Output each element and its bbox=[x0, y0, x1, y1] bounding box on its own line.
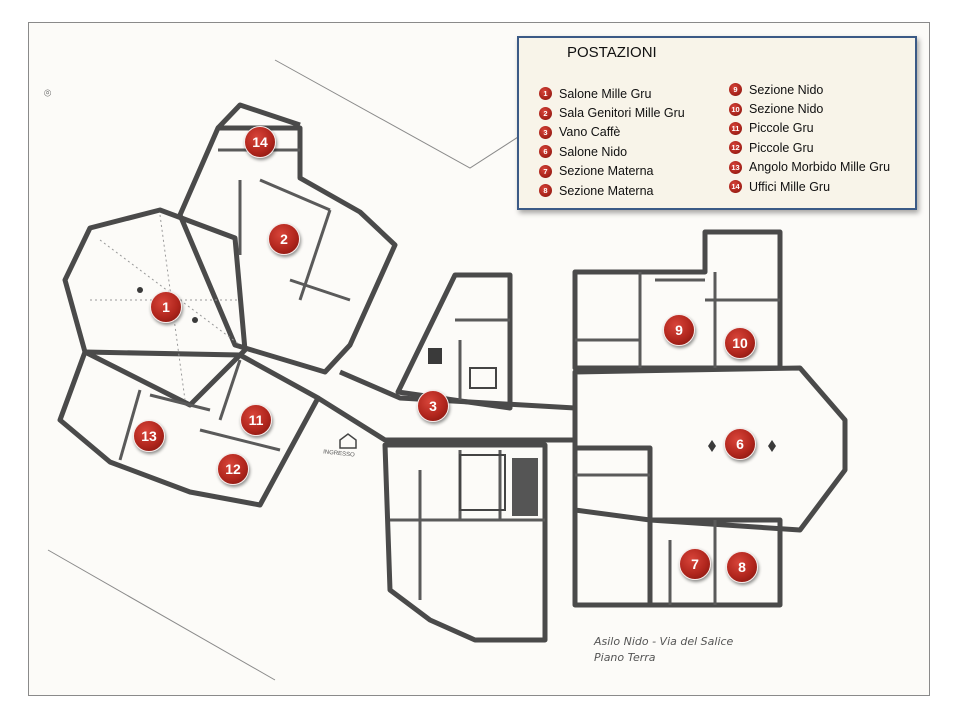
north-arrow-icon: ⌾ bbox=[44, 86, 52, 100]
legend-item: 13 Angolo Morbido Mille Gru bbox=[729, 158, 890, 177]
legend-label: Piccole Gru bbox=[749, 121, 814, 136]
legend-item: 1 Salone Mille Gru bbox=[539, 84, 685, 103]
marker-1[interactable]: 1 bbox=[150, 291, 182, 323]
legend-panel: POSTAZIONI 1 Salone Mille Gru 2 Sala Genit… bbox=[517, 36, 917, 210]
legend-label: Sezione Materna bbox=[559, 164, 654, 179]
legend-number-badge: 14 bbox=[729, 180, 742, 194]
legend-number-badge: 8 bbox=[539, 184, 552, 198]
legend-label: Sezione Nido bbox=[749, 82, 824, 97]
marker-14[interactable]: 14 bbox=[244, 126, 276, 158]
legend-number-badge: 9 bbox=[729, 83, 742, 97]
marker-9[interactable]: 9 bbox=[663, 314, 695, 346]
legend-item: 12 Piccole Gru bbox=[729, 138, 890, 157]
legend-item: 7 Sezione Materna bbox=[539, 162, 685, 181]
legend-number-badge: 10 bbox=[729, 102, 742, 116]
marker-11[interactable]: 11 bbox=[240, 404, 272, 436]
legend-number-badge: 2 bbox=[539, 106, 552, 120]
legend-label: Sezione Materna bbox=[559, 183, 654, 198]
legend-label: Angolo Morbido Mille Gru bbox=[749, 160, 891, 175]
marker-2[interactable]: 2 bbox=[268, 223, 300, 255]
legend-label: Vano Caffè bbox=[559, 125, 621, 140]
marker-12[interactable]: 12 bbox=[217, 453, 249, 485]
legend-number-badge: 13 bbox=[729, 160, 742, 174]
legend-title: POSTAZIONI bbox=[567, 44, 657, 61]
plan-caption: Asilo Nido - Via del Salice Piano Terra bbox=[594, 634, 733, 666]
legend-number-badge: 3 bbox=[539, 125, 552, 139]
legend-label: Sala Genitori Mille Gru bbox=[559, 106, 685, 121]
legend-number-badge: 6 bbox=[539, 145, 552, 159]
marker-7[interactable]: 7 bbox=[679, 548, 711, 580]
caption-title: Asilo Nido - Via del Salice bbox=[594, 635, 734, 648]
legend-label: Sezione Nido bbox=[749, 102, 824, 117]
legend-item: 11 Piccole Gru bbox=[729, 119, 890, 138]
legend-label: Uffici Mille Gru bbox=[749, 179, 831, 194]
legend-number-badge: 1 bbox=[539, 87, 552, 101]
legend-item: 6 Salone Nido bbox=[539, 142, 685, 161]
legend-column-left: 1 Salone Mille Gru 2 Sala Genitori Mille G… bbox=[539, 84, 685, 200]
legend-number-badge: 11 bbox=[729, 121, 742, 135]
legend-number-badge: 12 bbox=[729, 141, 742, 155]
legend-number-badge: 7 bbox=[539, 164, 552, 178]
marker-6[interactable]: 6 bbox=[724, 428, 756, 460]
legend-item: 9 Sezione Nido bbox=[729, 80, 890, 99]
legend-item: 3 Vano Caffè bbox=[539, 123, 685, 142]
legend-item: 8 Sezione Materna bbox=[539, 181, 685, 200]
legend-label: Salone Mille Gru bbox=[559, 86, 652, 101]
legend-label: Piccole Gru bbox=[749, 140, 814, 155]
marker-13[interactable]: 13 bbox=[133, 420, 165, 452]
marker-10[interactable]: 10 bbox=[724, 327, 756, 359]
marker-8[interactable]: 8 bbox=[726, 551, 758, 583]
caption-floor: Piano Terra bbox=[594, 651, 656, 664]
legend-item: 14 Uffici Mille Gru bbox=[729, 177, 890, 196]
legend-item: 2 Sala Genitori Mille Gru bbox=[539, 103, 685, 122]
legend-item: 10 Sezione Nido bbox=[729, 99, 890, 118]
legend-label: Salone Nido bbox=[559, 144, 628, 159]
marker-3[interactable]: 3 bbox=[417, 390, 449, 422]
